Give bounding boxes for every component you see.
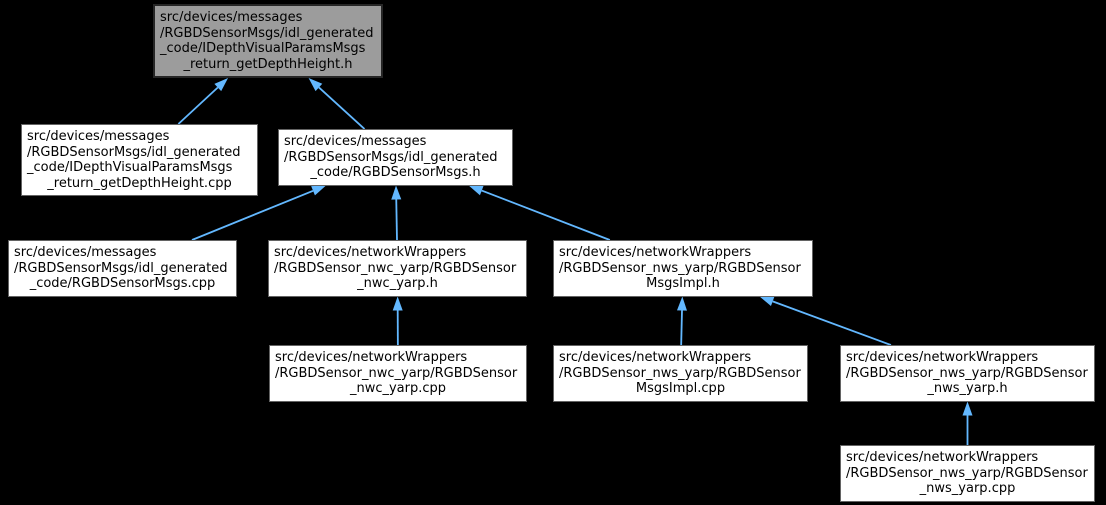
node-rgbdsensormsgsimpl-cpp[interactable]: src/devices/networkWrappers/RGBDSensor_n… bbox=[553, 345, 808, 402]
dependency-edge bbox=[177, 86, 219, 125]
node-label-line: src/devices/networkWrappers bbox=[846, 350, 1039, 365]
node-rgbdsensormsgs-h[interactable]: src/devices/messages/RGBDSensorMsgs/idl_… bbox=[278, 129, 513, 186]
node-label-line: _code/RGBDSensorMsgs.cpp bbox=[29, 276, 216, 291]
node-label-line: /RGBDSensorMsgs/idl_generated bbox=[284, 149, 498, 165]
dependency-edge-arrowhead bbox=[468, 185, 484, 196]
dependency-edge-arrowhead bbox=[311, 185, 327, 196]
node-rgbdsensor-nwc-yarp-h[interactable]: src/devices/networkWrappers/RGBDSensor_n… bbox=[268, 240, 527, 297]
node-rgbdsensor-nws-yarp-cpp[interactable]: src/devices/networkWrappers/RGBDSensor_n… bbox=[840, 445, 1095, 502]
node-label-line: _code/IDepthVisualParamsMsgs bbox=[160, 41, 366, 56]
node-label-line: _nws_yarp.cpp bbox=[919, 481, 1016, 496]
dependency-edge-arrowhead bbox=[214, 78, 229, 92]
dependency-edge-arrowhead bbox=[392, 296, 403, 311]
dependency-edge bbox=[395, 199, 398, 241]
dependency-edge-arrowhead bbox=[676, 296, 687, 311]
node-label-line: /RGBDSensor_nws_yarp/RGBDSensor bbox=[559, 260, 801, 276]
node-idepthvisualparamsmsgs-return-getdepthheight-cpp[interactable]: src/devices/messages/RGBDSensorMsgs/idl_… bbox=[21, 124, 258, 196]
node-label-line: _nws_yarp.h bbox=[927, 381, 1008, 396]
dependency-edge bbox=[680, 310, 683, 346]
node-idepthvisualparamsmsgs-return-getdepthheight-h: src/devices/messages/RGBDSensorMsgs/idl_… bbox=[153, 4, 383, 78]
node-label-line: /RGBDSensor_nws_yarp/RGBDSensor bbox=[846, 465, 1088, 481]
node-label-line: MsgsImpl.h bbox=[646, 276, 720, 291]
node-rgbdsensormsgsimpl-h[interactable]: src/devices/networkWrappers/RGBDSensor_n… bbox=[553, 240, 813, 297]
dependency-edge bbox=[481, 189, 611, 241]
node-label-line: MsgsImpl.cpp bbox=[635, 381, 726, 396]
node-label-line: src/devices/networkWrappers bbox=[274, 245, 467, 260]
node-label-line: /RGBDSensorMsgs/idl_generated bbox=[27, 144, 241, 160]
dependency-edge bbox=[318, 86, 366, 130]
node-label-line: _nwc_yarp.h bbox=[357, 276, 438, 291]
node-rgbdsensor-nwc-yarp-cpp[interactable]: src/devices/networkWrappers/RGBDSensor_n… bbox=[269, 345, 527, 402]
dependency-edge bbox=[772, 300, 892, 346]
node-label-line: _return_getDepthHeight.cpp bbox=[47, 175, 232, 191]
dependency-edge-arrowhead bbox=[962, 401, 973, 416]
dependency-edge-arrowhead bbox=[308, 78, 323, 92]
node-label-line: /RGBDSensor_nws_yarp/RGBDSensor bbox=[846, 365, 1088, 381]
node-label-line: _code/IDepthVisualParamsMsgs bbox=[27, 160, 233, 175]
dependency-edge-arrowhead bbox=[759, 296, 775, 307]
node-label-line: /RGBDSensorMsgs/idl_generated bbox=[14, 260, 228, 276]
node-label-line: src/devices/networkWrappers bbox=[559, 350, 752, 365]
node-rgbdsensor-nws-yarp-h[interactable]: src/devices/networkWrappers/RGBDSensor_n… bbox=[840, 345, 1095, 402]
node-label-line: src/devices/networkWrappers bbox=[846, 450, 1039, 465]
node-rgbdsensormsgs-cpp[interactable]: src/devices/messages/RGBDSensorMsgs/idl_… bbox=[8, 240, 237, 297]
node-label-line: src/devices/messages bbox=[160, 10, 303, 25]
dependency-edge bbox=[191, 189, 314, 241]
node-label-line: src/devices/networkWrappers bbox=[559, 245, 752, 260]
node-label-line: _code/RGBDSensorMsgs.h bbox=[310, 165, 481, 180]
node-label-line: /RGBDSensor_nwc_yarp/RGBDSensor bbox=[274, 260, 517, 276]
node-label-line: src/devices/messages bbox=[284, 134, 427, 149]
node-label-line: /RGBDSensor_nwc_yarp/RGBDSensor bbox=[275, 365, 518, 381]
node-label-line: src/devices/messages bbox=[27, 129, 170, 144]
node-label-line: _nwc_yarp.cpp bbox=[349, 381, 447, 396]
node-label-line: /RGBDSensorMsgs/idl_generated bbox=[160, 25, 374, 41]
node-label-line: _return_getDepthHeight.h bbox=[183, 56, 353, 72]
dependency-edge-arrowhead bbox=[391, 185, 402, 200]
node-label-line: /RGBDSensor_nws_yarp/RGBDSensor bbox=[559, 365, 801, 381]
node-label-line: src/devices/messages bbox=[14, 245, 157, 260]
node-label-line: src/devices/networkWrappers bbox=[275, 350, 468, 365]
